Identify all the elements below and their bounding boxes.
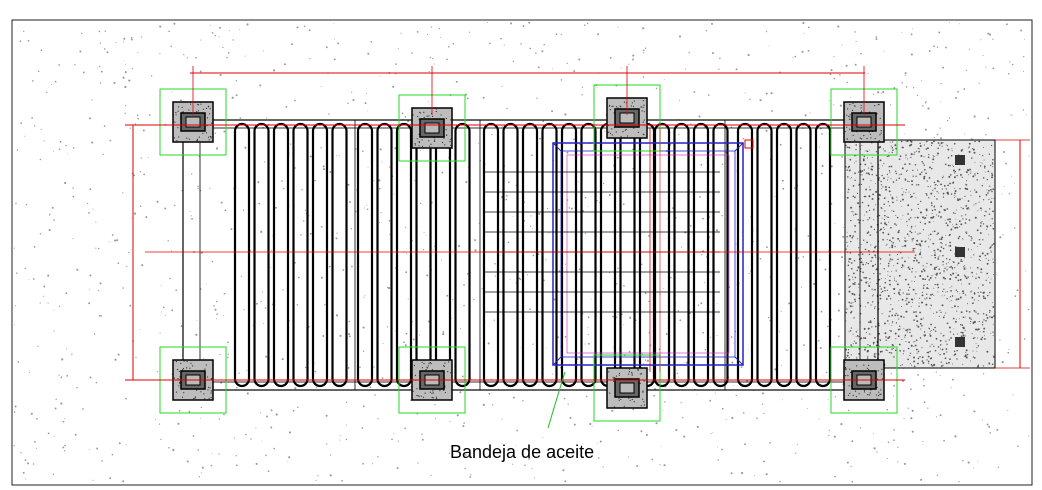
pad-anchor — [955, 155, 965, 165]
pad-anchor — [955, 337, 965, 347]
footing — [830, 88, 898, 156]
pad-anchor — [955, 247, 965, 257]
footings — [159, 84, 898, 422]
footing — [593, 354, 661, 422]
main-structure — [182, 119, 879, 391]
pad-block — [844, 139, 996, 369]
oil-tray-callout: Bandeja de aceite — [450, 371, 594, 462]
dimension-lines — [125, 66, 1030, 381]
radiator-fins — [233, 122, 832, 388]
oil-tray-label: Bandeja de aceite — [450, 442, 594, 462]
